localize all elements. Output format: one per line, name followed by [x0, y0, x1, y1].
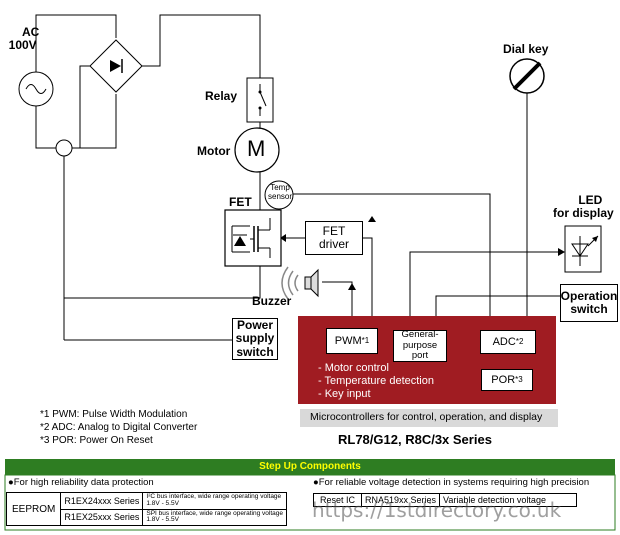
arrow-pwm-buzzer: [348, 283, 356, 290]
reset-ic-series: RNA519xx Series: [361, 493, 441, 507]
gpio-line2: purpose: [402, 339, 438, 351]
arrow-pwm-driver: [368, 216, 376, 222]
buzzer-icon: [281, 266, 319, 300]
temp-sensor-line2: sensor: [268, 191, 293, 201]
gpio-box: General- purpose port: [393, 329, 447, 362]
step-up-title: Step Up Components: [259, 461, 361, 472]
adc-note: *2: [515, 336, 524, 346]
temp-sensor-icon: [264, 180, 294, 210]
mcu-caption-bar: [300, 409, 558, 427]
dial-key-icon: [509, 58, 545, 94]
por-label: POR: [491, 373, 516, 386]
mcu-function-temperature: - Temperature detection: [318, 375, 434, 387]
left-heading: ●For high reliability data protection: [8, 477, 154, 488]
footnote-adc: *2 ADC: Analog to Digital Converter: [40, 422, 198, 433]
led-icon: [564, 225, 602, 273]
eeprom-desc-1-line2: 1.8V - 5.5V: [146, 499, 179, 507]
wire-bridge-bottom: [70, 94, 117, 149]
mcu-function-motor: - Motor control: [318, 362, 389, 374]
temp-sensor-line1: Temp: [270, 183, 290, 192]
left-heading-text: For high reliability data protection: [13, 477, 154, 488]
gpio-line1: General-: [401, 329, 439, 341]
wire-bridge-left: [79, 65, 92, 148]
fet-driver-box: FET driver: [305, 221, 363, 255]
table-row: R1EX25xxx Series SPI bus interface, wide…: [7, 508, 287, 527]
eeprom-series-1: R1EX24xxx Series: [60, 492, 144, 510]
mcu-function-key: - Key input: [318, 388, 371, 400]
junction-node-icon: [55, 139, 73, 157]
reset-ic-table: Reset IC RNA519xx Series Variable detect…: [312, 493, 577, 507]
motor-symbol: M: [247, 136, 266, 161]
wire-pwm-buzzer: [322, 281, 353, 316]
op-switch-line1: Operation: [560, 288, 618, 303]
wire-bridge-right: [141, 14, 261, 78]
dial-key-label: Dial key: [503, 42, 549, 56]
motor-label: Motor: [197, 144, 231, 158]
led-label-line2: for display: [553, 206, 614, 221]
por-box: POR*3: [481, 369, 533, 391]
eeprom-desc-2-line1: SPI bus interface, wide range operating …: [146, 509, 283, 517]
footnote-por: *3 POR: Power On Reset: [40, 435, 153, 446]
power-switch-line2: supply: [235, 331, 275, 346]
table-row: Reset IC RNA519xx Series Variable detect…: [312, 493, 577, 507]
right-heading: ●For reliable voltage detection in syste…: [313, 477, 590, 488]
mcu-series: RL78/G12, R8C/3x Series: [338, 432, 492, 447]
por-note: *3: [515, 374, 523, 384]
power-switch-line1: Power: [236, 318, 273, 333]
eeprom-desc-1: I²C bus interface, wide range operating …: [142, 492, 287, 510]
temp-sensor-label: Temp sensor: [268, 183, 293, 202]
bridge-rectifier-icon: [89, 39, 143, 93]
wire-ac-top: [35, 14, 117, 72]
step-up-bar: [5, 459, 615, 475]
eeprom-table: EEPROM R1EX24xxx Series I²C bus interfac…: [5, 491, 287, 527]
table-row: EEPROM R1EX24xxx Series I²C bus interfac…: [5, 491, 287, 527]
gpio-line3: port: [411, 350, 429, 362]
arrow-led: [558, 248, 565, 256]
ac-label: AC 100V: [9, 25, 40, 52]
fet-driver-line2: driver: [318, 237, 349, 251]
relay-icon: [246, 77, 274, 123]
power-switch-box: Power supply switch: [232, 318, 278, 360]
fet-driver-line1: FET: [322, 223, 346, 238]
watermark-text: https://1stdirectory.co.uk: [312, 498, 562, 522]
relay-label: Relay: [205, 89, 238, 103]
adc-label: ADC: [492, 335, 516, 348]
fet-icon: [224, 209, 282, 267]
pwm-note: *1: [361, 335, 370, 345]
motor-icon: [234, 127, 280, 173]
ac-label-line2: 100V: [8, 38, 37, 53]
wires: [35, 14, 560, 341]
buzzer-label: Buzzer: [252, 294, 292, 308]
eeprom-desc-2: SPI bus interface, wide range operating …: [142, 508, 287, 527]
pwm-box: PWM*1: [326, 328, 378, 354]
wire-temp-adc: [293, 193, 491, 326]
right-heading-text: For reliable voltage detection in system…: [318, 477, 590, 488]
fet-label: FET: [229, 195, 252, 209]
mcu-caption: Microcontrollers for control, operation,…: [310, 411, 543, 423]
led-label: LED for display: [553, 193, 614, 221]
ac-label-line1: AC: [22, 25, 40, 39]
ac-source-icon: [18, 71, 54, 107]
eeprom-series-2: R1EX25xxx Series: [60, 508, 144, 527]
eeprom-desc-2-line2: 1.8V - 5.5V: [146, 516, 179, 524]
footnote-pwm: *1 PWM: Pulse Width Modulation: [40, 409, 188, 420]
reset-ic-desc: Variable detection voltage: [439, 493, 577, 507]
op-switch-line2: switch: [570, 302, 608, 316]
eeprom-desc-1-line1: I²C bus interface, wide range operating …: [146, 493, 282, 500]
eeprom-category: EEPROM: [5, 491, 62, 527]
wire-fet-return: [63, 156, 261, 299]
wire-gpio-led: [409, 251, 560, 330]
led-label-line1: LED: [578, 193, 603, 207]
adc-box: ADC*2: [480, 330, 536, 354]
power-switch-line3: switch: [236, 344, 274, 359]
operation-switch-box: Operation switch: [560, 284, 618, 322]
wire-ac-bottom: [35, 106, 56, 149]
arrow-driver: [280, 234, 286, 242]
pwm-label: PWM: [334, 334, 362, 347]
